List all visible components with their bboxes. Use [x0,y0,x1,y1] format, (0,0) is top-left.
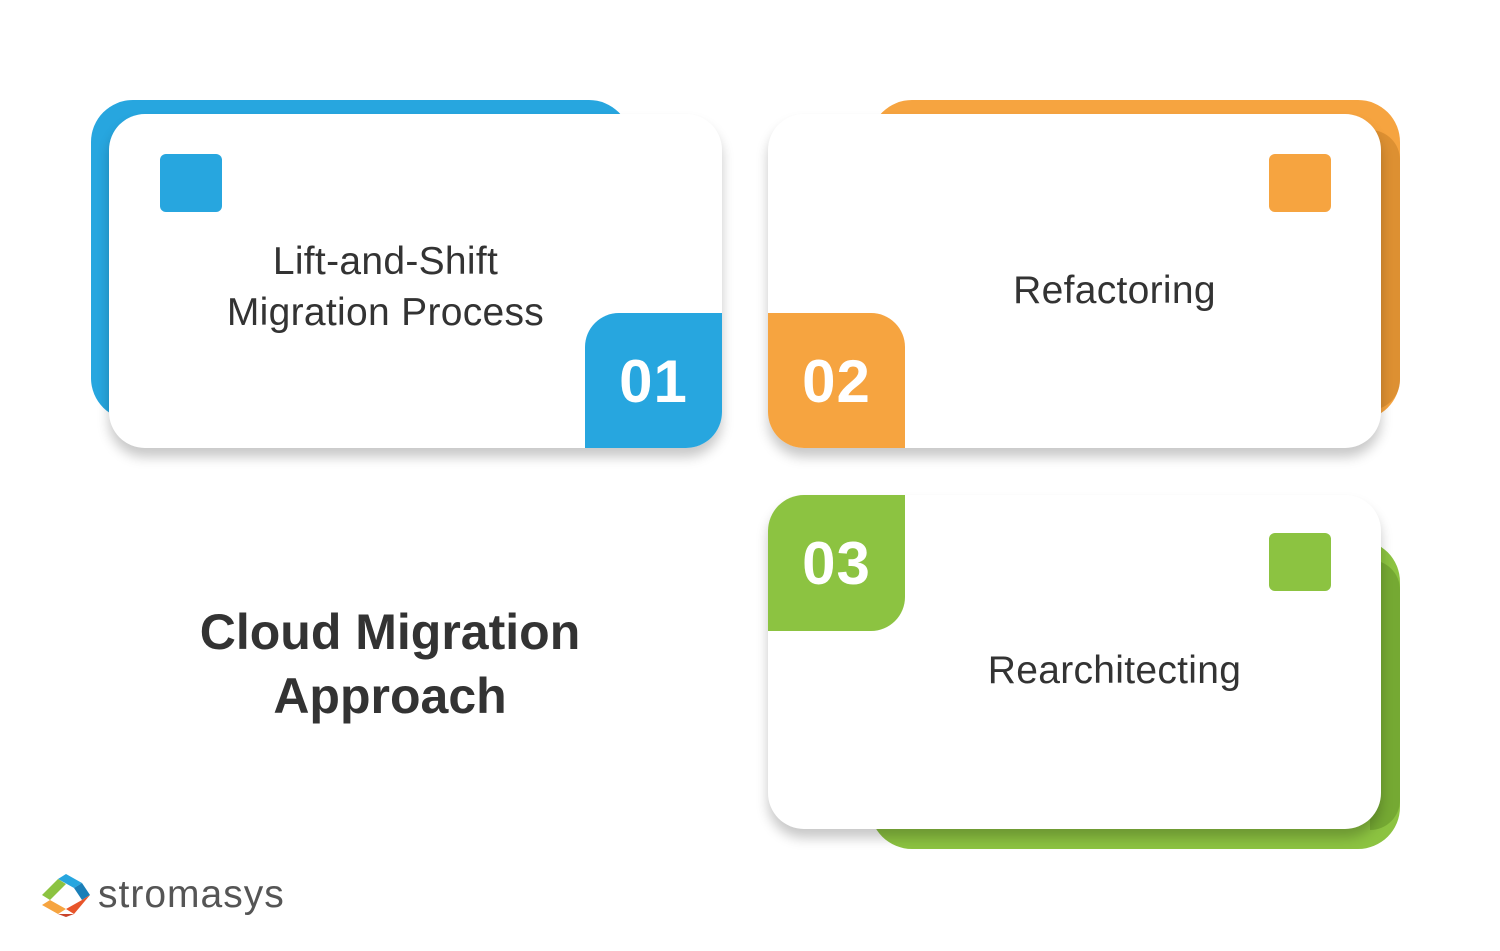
step-3-square-icon [1269,533,1331,591]
brand-name: stromasys [98,873,285,916]
step-2-square-icon [1269,154,1331,212]
main-title: Cloud Migration Approach [120,600,660,728]
stromasys-logo-icon [42,874,90,917]
brand-logo: stromasys [40,872,285,918]
step-2-label: Refactoring [1013,269,1216,312]
step-1-card: Lift-and-Shift Migration Process 01 [109,114,722,448]
step-2-card: Refactoring 02 [768,114,1381,448]
main-title-line2: Approach [273,668,507,724]
main-title-line1: Cloud Migration [199,604,581,660]
step-1-square-icon [160,154,222,212]
step-1-label-line1: Lift-and-Shift [272,240,499,283]
step-1-label: Lift-and-Shift Migration Process [109,236,722,338]
step-1-number-badge: 01 [585,313,722,448]
step-3-label: Rearchitecting [987,649,1242,692]
step-3-number-badge: 03 [768,495,905,631]
step-3-card: Rearchitecting 03 [768,495,1381,829]
step-2-number-badge: 02 [768,313,905,448]
step-1-label-line2: Migration Process [226,291,545,334]
